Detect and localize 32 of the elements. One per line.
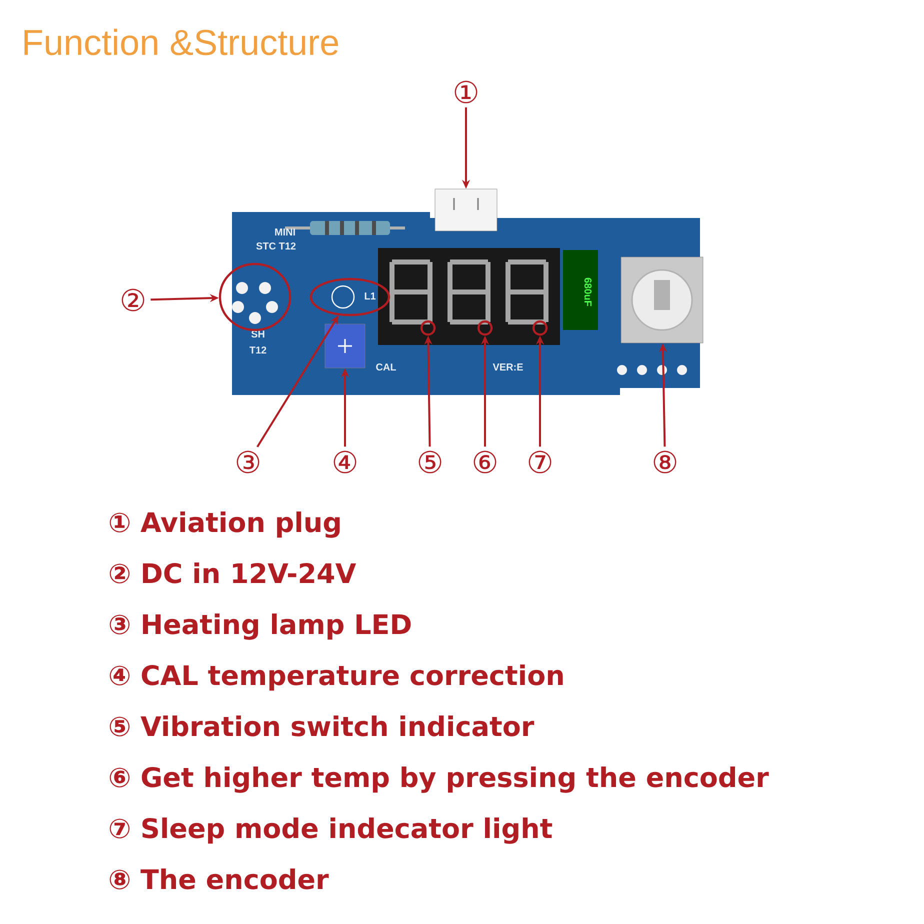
callout-number: ④: [334, 450, 356, 474]
marker-circle: [310, 278, 390, 316]
legend-line: ⑥ Get higher temp by pressing the encoder: [110, 766, 769, 793]
callout-number: ①: [454, 80, 478, 104]
silkscreen-label: MINI: [275, 228, 295, 236]
legend-line: ① Aviation plug: [110, 512, 340, 538]
encoder-drawing: [620, 256, 704, 344]
silkscreen-label: L1: [364, 292, 376, 300]
silkscreen-label: CAL: [376, 363, 396, 371]
callout-number: ⑥: [474, 450, 496, 474]
marker-circle: [532, 320, 548, 336]
legend-line: ④ CAL temperature correction: [110, 664, 563, 691]
silkscreen-label: 680uF: [584, 278, 592, 306]
callout-number: ⑧: [654, 450, 676, 474]
marker-circle: [477, 320, 493, 336]
potentiometer-drawing: [324, 324, 366, 368]
connector-drawing: [434, 188, 498, 232]
title: Function &Structure: [24, 28, 338, 56]
callout-number: ②: [122, 288, 144, 312]
callout-number: ③: [236, 450, 260, 474]
legend-line: ② DC in 12V-24V: [110, 562, 356, 584]
marker-circle: [420, 320, 436, 336]
legend-line: ⑤ Vibration switch indicator: [110, 716, 534, 736]
callout-number: ⑤: [418, 450, 442, 474]
legend-line: ⑦ Sleep mode indecator light: [110, 818, 552, 844]
silkscreen-label: T12: [250, 346, 266, 354]
silkscreen-label: STC T12: [256, 242, 296, 250]
callout-number: ⑦: [528, 450, 552, 474]
legend-line: ⑧ The encoder: [110, 868, 329, 890]
silkscreen-label: VER:E: [492, 364, 523, 370]
marker-circle: [218, 262, 292, 332]
legend-line: ③ Heating lamp LED: [110, 614, 411, 640]
